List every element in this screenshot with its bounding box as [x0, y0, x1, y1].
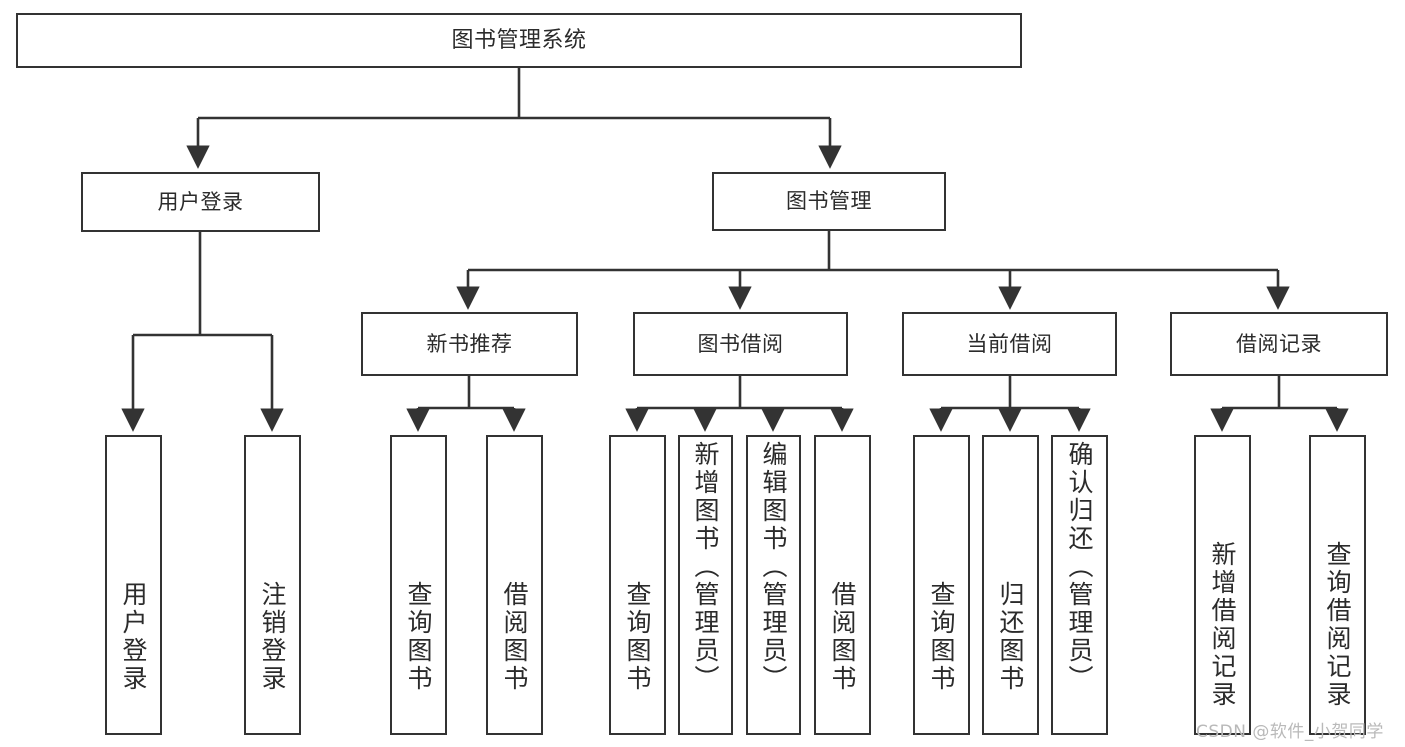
- node-new-book-recommend[interactable]: 新书推荐: [361, 312, 578, 376]
- node-leaf-add-book[interactable]: 新增图书（管理员）: [678, 435, 733, 735]
- node-leaf-user-login[interactable]: 用户登录: [105, 435, 162, 735]
- node-borrow-record[interactable]: 借阅记录: [1170, 312, 1388, 376]
- node-label: 借阅记录: [1236, 331, 1322, 356]
- node-user-login[interactable]: 用户登录: [81, 172, 320, 232]
- node-label: 归还图书: [996, 581, 1025, 693]
- node-leaf-user-logout[interactable]: 注销登录: [244, 435, 301, 735]
- csdn-watermark: CSDN @软件_小贺同学: [1196, 722, 1384, 742]
- node-label: 借阅图书: [500, 581, 529, 693]
- node-leaf-query-book-recommend[interactable]: 查询图书: [390, 435, 447, 735]
- node-label: 用户登录: [157, 189, 244, 214]
- node-label: 确认归还（管理员）: [1065, 441, 1094, 693]
- node-leaf-add-borrow-record[interactable]: 新增借阅记录: [1194, 435, 1251, 735]
- node-leaf-borrow-book-recommend[interactable]: 借阅图书: [486, 435, 543, 735]
- node-label: 图书管理系统: [451, 27, 587, 53]
- node-label: 当前借阅: [966, 331, 1053, 356]
- node-leaf-query-book-borrow[interactable]: 查询图书: [609, 435, 666, 735]
- node-leaf-query-borrow-record[interactable]: 查询借阅记录: [1309, 435, 1366, 735]
- node-label: 查询图书: [404, 581, 433, 693]
- node-label: 用户登录: [119, 581, 148, 693]
- node-current-borrow[interactable]: 当前借阅: [902, 312, 1117, 376]
- node-label: 查询图书: [927, 581, 956, 693]
- node-label: 新书推荐: [426, 331, 513, 356]
- node-leaf-query-book-current[interactable]: 查询图书: [913, 435, 970, 735]
- node-label: 查询图书: [623, 581, 652, 693]
- node-book-borrow[interactable]: 图书借阅: [633, 312, 848, 376]
- node-leaf-confirm-return[interactable]: 确认归还（管理员）: [1051, 435, 1108, 735]
- node-label: 图书借阅: [697, 331, 784, 356]
- node-leaf-lend-book[interactable]: 借阅图书: [814, 435, 871, 735]
- node-label: 图书管理: [786, 189, 872, 214]
- node-label: 借阅图书: [828, 581, 857, 693]
- node-label: 新增借阅记录: [1208, 541, 1237, 709]
- node-root-system[interactable]: 图书管理系统: [16, 13, 1022, 68]
- node-leaf-return-book[interactable]: 归还图书: [982, 435, 1039, 735]
- node-book-management[interactable]: 图书管理: [712, 172, 946, 231]
- node-label: 注销登录: [258, 581, 287, 693]
- node-label: 编辑图书（管理员）: [759, 441, 788, 693]
- node-label: 新增图书（管理员）: [691, 441, 720, 693]
- node-label: 查询借阅记录: [1323, 541, 1352, 709]
- node-leaf-edit-book[interactable]: 编辑图书（管理员）: [746, 435, 801, 735]
